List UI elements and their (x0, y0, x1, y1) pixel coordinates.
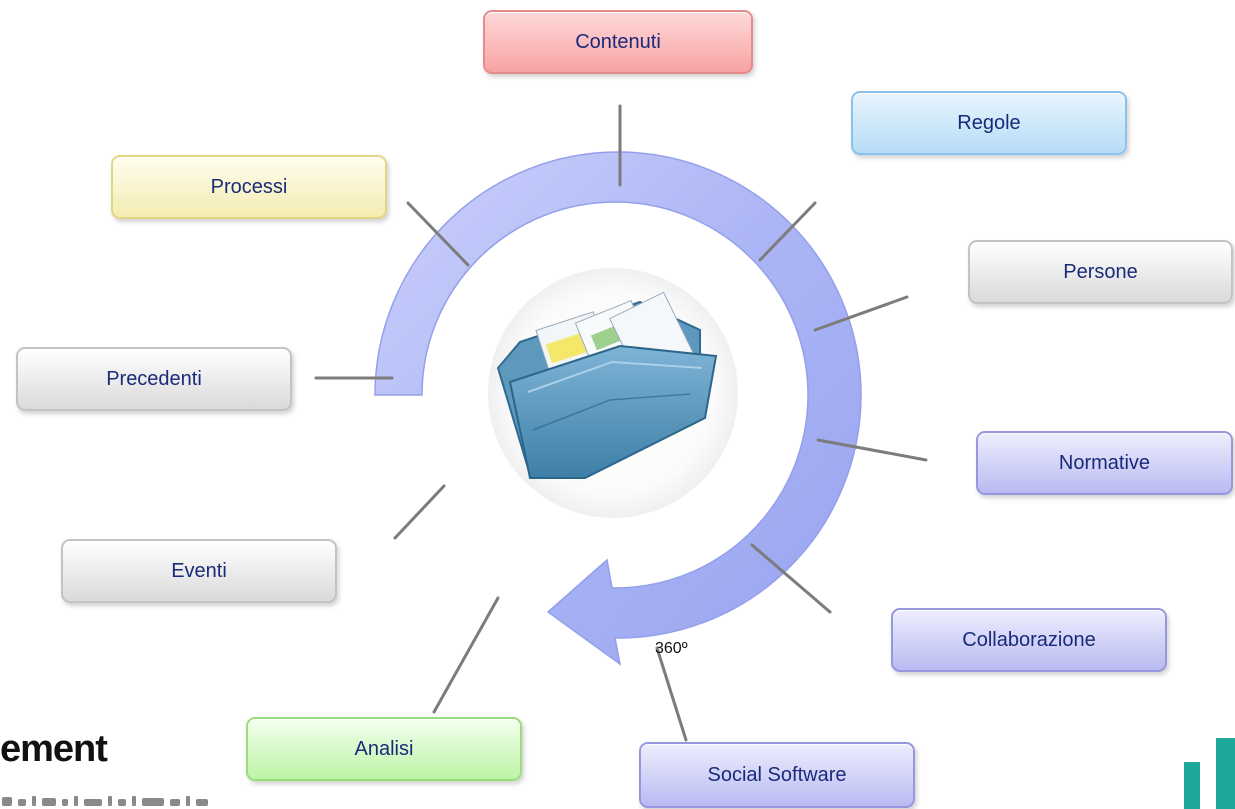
cycle-arrow (374, 151, 862, 666)
node-normative: Normative (976, 431, 1233, 495)
connector-regole (758, 201, 817, 262)
logo-tagline-graphic (2, 796, 208, 806)
node-contenuti: Contenuti (483, 10, 753, 74)
connector-eventi (393, 484, 446, 540)
folder-icon (496, 291, 718, 479)
logo-text: ement (0, 728, 108, 770)
node-persone: Persone (968, 240, 1233, 304)
cycle-degree-label: 360º (655, 640, 688, 657)
node-social-software: Social Software (639, 742, 915, 808)
connector-persone (813, 295, 909, 332)
brand-bars-icon (1184, 738, 1235, 809)
node-processi: Processi (111, 155, 387, 219)
node-regole: Regole (851, 91, 1127, 155)
connectors (314, 104, 928, 742)
connector-processi (406, 201, 470, 267)
node-analisi: Analisi (246, 717, 522, 781)
connector-social-software (655, 646, 688, 742)
connector-analisi (432, 596, 500, 714)
logo-tagline-cut (2, 793, 237, 809)
node-eventi: Eventi (61, 539, 337, 603)
connector-normative (816, 438, 928, 462)
node-collaborazione: Collaborazione (891, 608, 1167, 672)
connector-collaborazione (750, 543, 832, 614)
node-precedenti: Precedenti (16, 347, 292, 411)
